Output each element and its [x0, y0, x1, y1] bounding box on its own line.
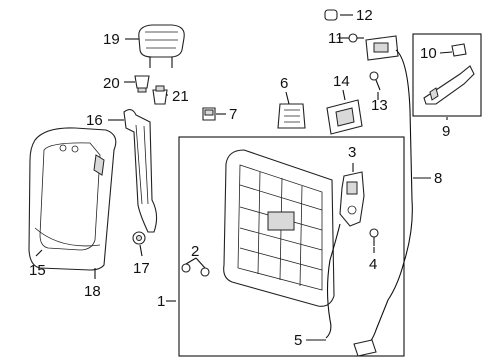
callout-5: 5 — [294, 332, 302, 349]
callout-18: 18 — [84, 283, 101, 300]
callout-9: 9 — [442, 123, 450, 140]
bracket-9-part — [423, 65, 475, 105]
callout-4: 4 — [369, 256, 377, 273]
seat-back-frame-part — [223, 149, 335, 307]
callout-10: 10 — [420, 45, 437, 62]
bolt-13-part — [369, 71, 381, 91]
callout-14: 14 — [333, 73, 350, 90]
callout-12: 12 — [356, 7, 373, 24]
callout-15: 15 — [29, 262, 46, 279]
callout-16: 16 — [86, 112, 103, 129]
callout-8: 8 — [434, 170, 442, 187]
assembly-frame-box — [178, 136, 405, 357]
callout-21: 21 — [172, 88, 189, 105]
bolt-2-part — [181, 263, 210, 277]
leader-lines — [35, 14, 453, 341]
callout-17: 17 — [133, 260, 150, 277]
latch-mechanism-part — [339, 171, 365, 227]
clip-part — [132, 231, 146, 245]
headrest-guide-part — [134, 75, 150, 93]
callout-19: 19 — [103, 31, 120, 48]
callout-20: 20 — [103, 75, 120, 92]
callout-11: 11 — [328, 30, 344, 47]
latch-upper-part — [365, 35, 399, 61]
callout-1: 1 — [157, 293, 165, 310]
seat-back-cover-part — [28, 127, 117, 271]
headrest-part — [138, 24, 185, 68]
headrest-guide-locking-part — [152, 85, 168, 105]
assembly-box-9 — [412, 33, 482, 117]
callout-7: 7 — [229, 106, 237, 123]
small-clip-part — [202, 107, 216, 121]
cable-5-part — [325, 223, 341, 339]
bracket-plate-part — [277, 103, 306, 129]
bracket-10-part — [451, 43, 467, 57]
cap-part — [324, 9, 338, 21]
callout-3: 3 — [348, 144, 356, 161]
callout-2: 2 — [191, 243, 199, 260]
cable-end-part — [353, 339, 377, 357]
release-cable-part — [363, 49, 413, 349]
side-bolster-part — [123, 109, 158, 233]
release-handle-part — [326, 99, 363, 135]
screw-11-part — [348, 33, 364, 43]
bolt-4-part — [369, 228, 379, 246]
callout-6: 6 — [280, 75, 288, 92]
callout-13: 13 — [371, 97, 388, 114]
